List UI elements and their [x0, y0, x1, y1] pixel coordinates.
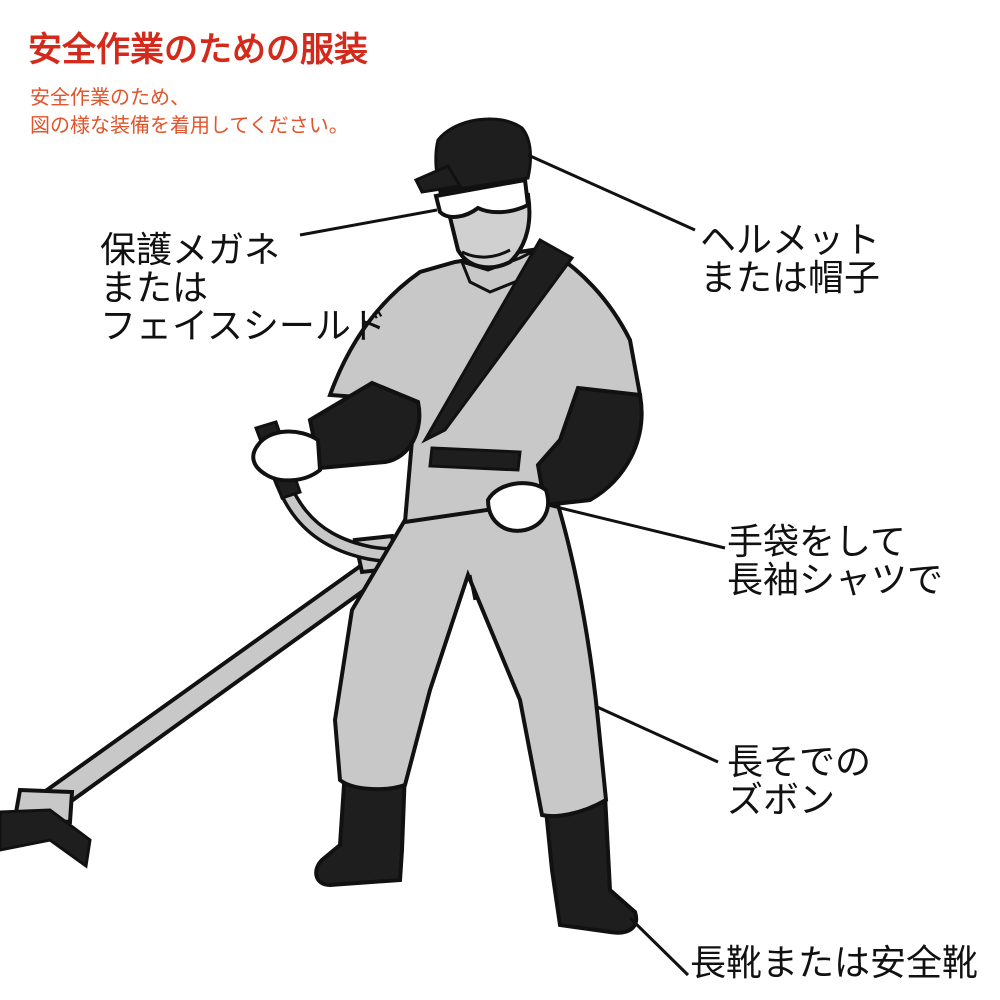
label-line: フェイスシールド [100, 306, 387, 347]
label-line: ズボン [727, 780, 836, 821]
label-gloves: 手袋をして 長袖シャツで [727, 524, 943, 600]
subtitle-line: 安全作業のため、 [30, 85, 190, 109]
label-line: ヘルメット [700, 220, 881, 261]
leader-line-helmet [527, 153, 696, 232]
leader-line-trousers [594, 704, 719, 764]
label-line: 長そでの [727, 742, 872, 783]
label-line: または帽子 [700, 258, 881, 299]
label-boots: 長靴または安全靴 [690, 945, 978, 983]
head [413, 117, 532, 270]
label-line: 手袋をして [727, 522, 906, 563]
label-line: 長靴または安全靴 [690, 943, 979, 984]
label-line: 長袖シャツで [727, 560, 944, 601]
leader-line-boots [628, 916, 690, 977]
leader-line-goggles [299, 208, 438, 237]
leader-line-gloves [547, 503, 726, 550]
sleeves [307, 380, 644, 508]
label-helmet: ヘルメット または帽子 [700, 222, 880, 298]
leader-lines [299, 153, 726, 977]
boots [314, 768, 639, 935]
label-trousers: 長そでの ズボン [727, 744, 871, 820]
subtitle-line: 図の様な装備を着用してください。 [30, 113, 349, 137]
subtitle: 安全作業のため、 図の様な装備を着用してください。 [30, 83, 349, 139]
label-goggles: 保護メガネ または フェイスシールド [100, 232, 387, 346]
trousers [332, 492, 609, 819]
label-line: または [100, 268, 209, 309]
label-line: 保護メガネ [100, 230, 281, 271]
gloves [251, 429, 551, 533]
page-title: 安全作業のための服装 [28, 30, 368, 70]
